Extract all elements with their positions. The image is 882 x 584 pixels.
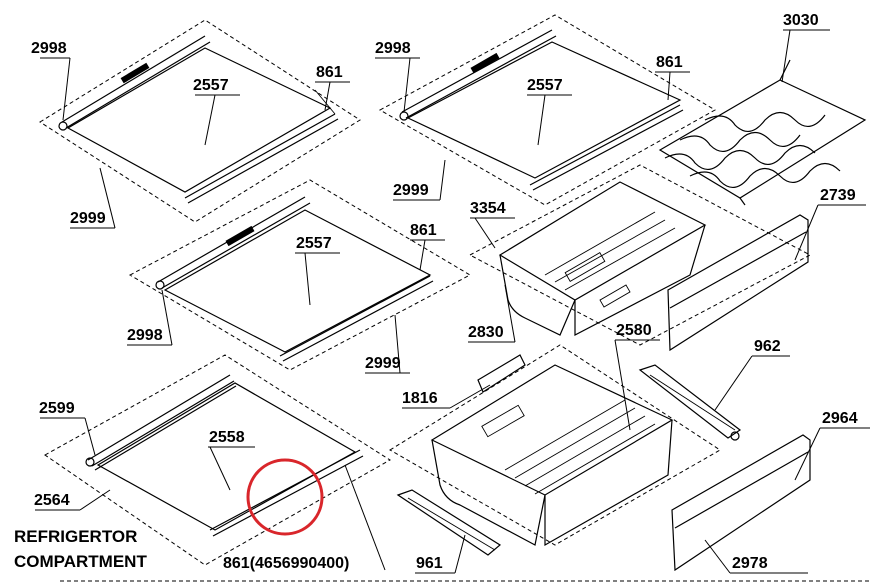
- highlight-circle: [246, 458, 324, 536]
- label-2999-b: 2999: [393, 182, 429, 199]
- drawer-rail-right: [638, 364, 742, 441]
- label-2978: 2978: [732, 555, 768, 572]
- compartment-title-line1: REFRIGERTOR: [14, 527, 137, 546]
- crisper-drawer-upper: [468, 164, 812, 346]
- label-861-a: 861: [316, 64, 343, 81]
- drawer-rail-left: [396, 489, 502, 556]
- leader-lines: [35, 29, 870, 574]
- glass-shelf-top-left: [39, 19, 361, 223]
- crisper-drawer-lower: [389, 344, 721, 547]
- glass-shelf-top-middle: [378, 14, 717, 206]
- compartment-title-line2: COMPARTMENT: [14, 552, 147, 571]
- crisper-cover-shelf: [44, 354, 391, 566]
- label-962: 962: [754, 338, 781, 355]
- label-961: 961: [416, 555, 443, 572]
- label-2580: 2580: [616, 322, 652, 339]
- wine-rack: [658, 59, 867, 206]
- label-861-c: 861: [410, 222, 437, 239]
- label-2999-a: 2999: [70, 210, 106, 227]
- label-861-part-number: 861(4656990400): [223, 555, 349, 572]
- label-2830: 2830: [468, 324, 504, 341]
- part-labels: 2998 2557 861 2999 2998 2557 861 2999 25…: [31, 12, 858, 572]
- label-2998-c: 2998: [127, 327, 163, 344]
- label-3354: 3354: [470, 200, 506, 217]
- label-2998-a: 2998: [31, 40, 67, 57]
- label-2998-b: 2998: [375, 40, 411, 57]
- label-2739: 2739: [820, 187, 856, 204]
- label-861-b: 861: [656, 54, 683, 71]
- label-2557-a: 2557: [193, 77, 229, 94]
- label-2557-c: 2557: [296, 235, 332, 252]
- label-2558: 2558: [209, 429, 245, 446]
- label-2999-c: 2999: [365, 355, 401, 372]
- drawer-divider: [477, 354, 526, 393]
- label-2564: 2564: [34, 492, 70, 509]
- label-1816: 1816: [402, 390, 438, 407]
- drawer-front-panel-lower: [671, 434, 811, 572]
- label-2964: 2964: [822, 410, 858, 427]
- label-3030: 3030: [783, 12, 819, 29]
- label-2599: 2599: [39, 400, 75, 417]
- glass-shelf-middle-left: [128, 179, 472, 371]
- drawer-front-panel-upper: [667, 214, 809, 352]
- label-2557-b: 2557: [527, 77, 563, 94]
